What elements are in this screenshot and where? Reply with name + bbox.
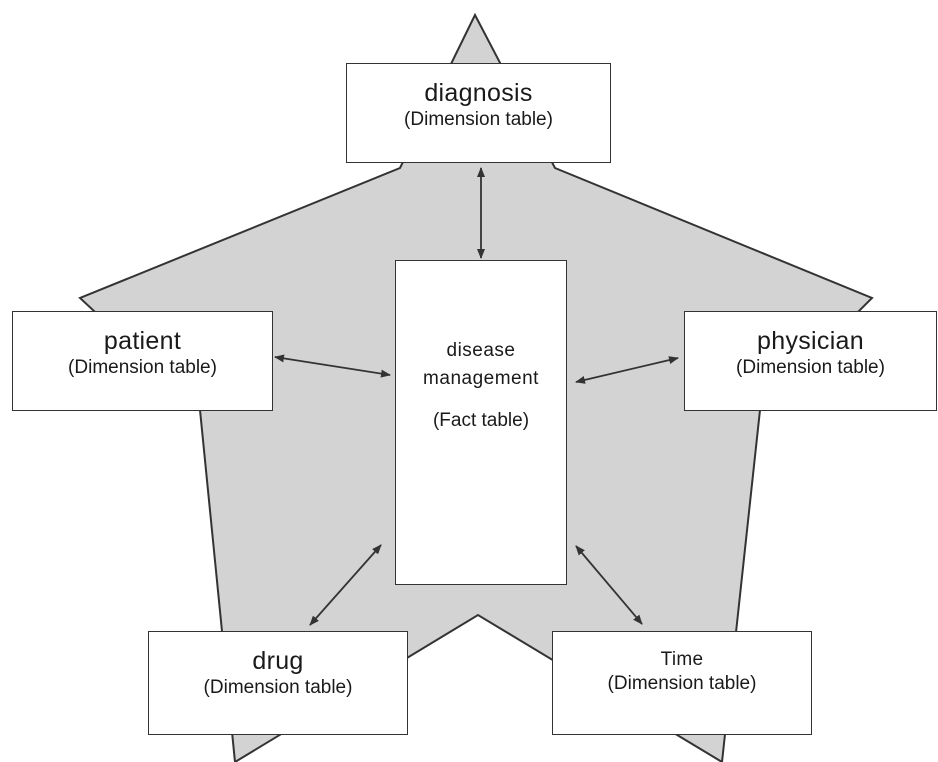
drug-dimension-box: drug (Dimension table) — [148, 631, 408, 735]
time-kind: (Dimension table) — [607, 673, 757, 694]
diagnosis-kind: (Dimension table) — [404, 109, 553, 130]
time-name: Time — [660, 649, 704, 670]
drug-name: drug — [252, 647, 304, 675]
patient-dimension-box: patient (Dimension table) — [12, 311, 273, 411]
connector-patient — [274, 354, 391, 378]
connector-drug — [309, 544, 382, 626]
connector-time — [575, 545, 643, 625]
time-dimension-box: Time (Dimension table) — [552, 631, 812, 735]
physician-dimension-box: physician (Dimension table) — [684, 311, 937, 411]
fact-table-box: disease management (Fact table) — [395, 260, 567, 585]
fact-name-line-1: disease — [446, 340, 516, 361]
diagnosis-dimension-box: diagnosis (Dimension table) — [346, 63, 611, 163]
connector-physician — [575, 356, 679, 384]
fact-name-line-2: management — [423, 368, 539, 389]
physician-kind: (Dimension table) — [736, 357, 885, 378]
drug-kind: (Dimension table) — [203, 677, 353, 698]
diagnosis-name: diagnosis — [424, 79, 533, 107]
physician-name: physician — [757, 327, 864, 355]
patient-kind: (Dimension table) — [68, 357, 217, 378]
patient-name: patient — [103, 327, 182, 355]
fact-kind: (Fact table) — [432, 410, 530, 431]
